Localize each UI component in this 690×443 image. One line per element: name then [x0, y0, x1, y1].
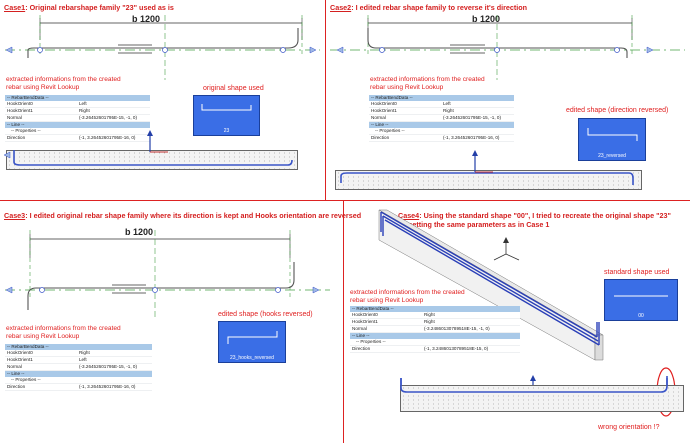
lookup-row: Normal(-3.26452601795E-15, -1, 0): [369, 115, 514, 122]
lookup-row: Direction(-1, 3.26452601795E-16, 0): [5, 384, 152, 391]
case4-thumb-caption: 00: [638, 313, 644, 319]
case3-shape-thumbnail: 23_hooks_reversed: [218, 321, 286, 363]
case1-plan-drawing: [5, 15, 320, 80]
rebar-shape-icon: [201, 104, 252, 111]
lookup-row: Normal(-3.26452601795E-15, -1, 0): [5, 364, 152, 371]
case2-beam-drawing: [340, 150, 634, 185]
case1-title: Case1: Original rebarshape family "23" u…: [4, 3, 174, 12]
rebar-shape-icon: [227, 331, 278, 344]
lookup-row: -- Properties --: [5, 377, 152, 384]
lookup-row: Normal(-3.24860130789518E-15, -1, 0): [350, 326, 520, 333]
lookup-row: Direction(-1, 3.26452601795E-16, 0): [5, 135, 150, 142]
case1-shape-thumbnail: 23: [193, 95, 260, 136]
case4-beam-rebar: [400, 376, 668, 393]
case1-thumb-caption: 23: [223, 128, 230, 134]
case3-dimension: b 1200: [125, 227, 154, 237]
case2-plan-drawing: [330, 15, 685, 80]
lookup-row: -- Properties --: [369, 128, 514, 135]
case4-shape-label: standard shape used: [604, 269, 670, 276]
case1-dimension: b 1200: [132, 14, 161, 24]
case3-plan-drawing: [5, 230, 330, 318]
lookup-header: -- RebarBendData --: [369, 95, 514, 101]
rebar-shape-icon: [614, 295, 668, 297]
vertical-divider-bottom: [343, 200, 344, 443]
lookup-header: -- Line --: [350, 333, 520, 339]
lookup-header: -- RebarBendData --: [350, 306, 520, 312]
lookup-header: -- RebarBendData --: [5, 344, 152, 350]
case1-beam-drawing: [3, 130, 293, 166]
lookup-row: Direction(-1, 3.26452601795E-16, 0): [369, 135, 514, 142]
case1-info-label: extracted informations from the created …: [6, 76, 121, 91]
lookup-row: Direction(-1, 3.24860130789518E-15, 0): [350, 346, 520, 353]
lookup-header: -- Line --: [369, 122, 514, 128]
case2-info-label: extracted informations from the created …: [370, 76, 485, 91]
case3-shape-label: edited shape (hooks reversed): [218, 311, 313, 318]
case1-shape-label: original shape used: [203, 85, 264, 92]
case2-title: Case2: I edited rebar shape family to re…: [330, 3, 528, 12]
horizontal-divider: [0, 200, 690, 201]
lookup-row: -- Properties --: [350, 339, 520, 346]
case2-thumb-caption: 23_reversed: [598, 153, 626, 159]
lookup-header: -- Line --: [5, 371, 152, 377]
case2-dimension: b 1200: [472, 14, 501, 24]
case2-beam-section: [335, 170, 642, 190]
vertical-divider-top: [325, 0, 326, 200]
case4-info-label: extracted informations from the created …: [350, 289, 465, 304]
lookup-header: -- Line --: [5, 122, 150, 128]
case3-thumb-caption: 23_hooks_reversed: [230, 355, 274, 361]
lookup-row: Normal(-3.26452601795E-15, -1, 0): [5, 115, 150, 122]
case2-shape-thumbnail: 23_reversed: [578, 118, 646, 161]
case3-info-label: extracted informations from the created …: [6, 325, 121, 340]
case4-3d-drawing: [378, 209, 676, 417]
lookup-row: -- Properties --: [5, 128, 150, 135]
case4-wrong-orientation-label: wrong orientation !?: [598, 424, 660, 431]
case4-beam-section: [400, 385, 684, 412]
case4-title: Case4: Using the standard shape "00", I …: [398, 211, 671, 229]
case3-title: Case3: I edited original rebar shape fam…: [4, 211, 362, 220]
lookup-header: -- RebarBendData --: [5, 95, 150, 101]
case2-shape-label: edited shape (direction reversed): [566, 107, 669, 114]
case4-shape-thumbnail: 00: [604, 279, 678, 321]
rebar-shape-icon: [587, 128, 638, 141]
